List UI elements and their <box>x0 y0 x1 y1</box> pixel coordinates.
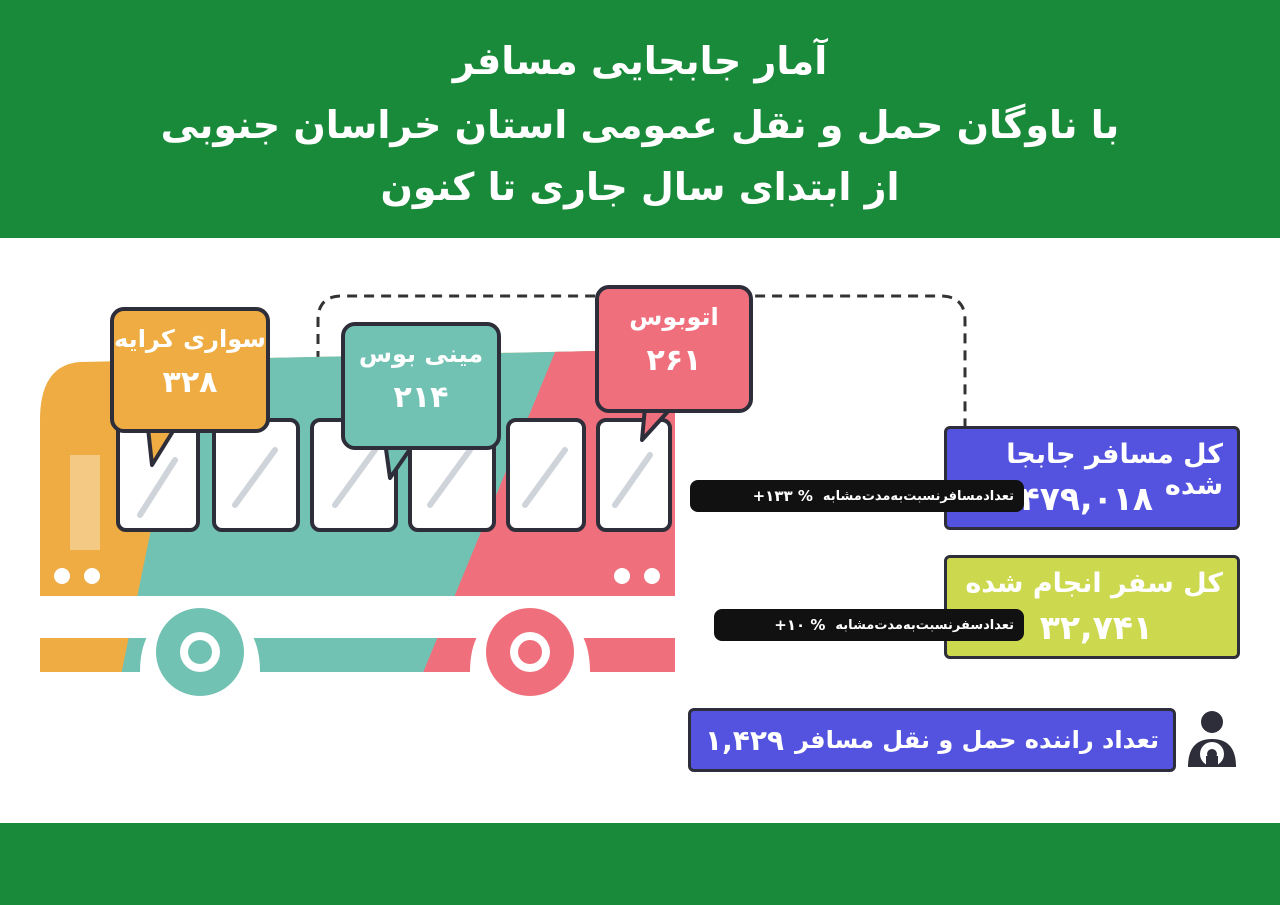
compare-value-trips: +۱۰ % <box>774 616 826 634</box>
vehicle-count-bus: ۲۶۱ <box>646 343 702 378</box>
stat-title-drivers: تعداد راننده حمل و نقل مسافر <box>795 726 1159 754</box>
driver-icon <box>1188 711 1236 767</box>
vehicle-label-taxi: سواری کرایه <box>114 325 266 353</box>
stat-title-trips: کل سفر انجام شده <box>965 568 1223 599</box>
stat-value-drivers: ۱,۴۲۹ <box>705 723 784 757</box>
vehicle-label-minibus: مینی بوس <box>358 340 484 368</box>
stat-value-passengers: ۴۷۹,۰۱۸ <box>1019 479 1153 518</box>
compare-label-passengers: تعدادمسافرنسبت‌به‌مدت‌مشابه <box>822 488 1014 504</box>
compare-label-trips: تعدادسفرنسبت‌به‌مدت‌مشابه <box>835 617 1014 633</box>
compare-pill-trips: تعدادسفرنسبت‌به‌مدت‌مشابه +۱۰ % <box>714 609 1024 641</box>
page-title: آمار جابجایی مسافر <box>452 39 828 83</box>
vehicle-count-taxi: ۳۲۸ <box>162 365 218 400</box>
vehicle-label-bus: اتوبوس <box>629 303 719 331</box>
vehicle-bubble-taxi: سواری کرایه ۳۲۸ <box>110 307 270 433</box>
vehicle-bubble-bus: اتوبوس ۲۶۱ <box>595 285 753 413</box>
footer-banner <box>0 823 1280 905</box>
bus-wheels <box>156 608 574 696</box>
header-banner: آمار جابجایی مسافر با ناوگان حمل و نقل ع… <box>0 0 1280 238</box>
compare-pill-passengers: تعدادمسافرنسبت‌به‌مدت‌مشابه +۱۳۳ % <box>690 480 1024 512</box>
page-subtitle: با ناوگان حمل و نقل عمومی استان خراسان ج… <box>160 103 1120 147</box>
stat-title-passengers: کل مسافر جابجا شده <box>1006 439 1223 501</box>
stat-card-drivers: تعداد راننده حمل و نقل مسافر ۱,۴۲۹ <box>688 708 1176 772</box>
stat-card-passengers: کل مسافر جابجا شده ۴۷۹,۰۱۸ <box>944 426 1240 530</box>
vehicle-count-minibus: ۲۱۴ <box>393 380 449 415</box>
stat-value-trips: ۳۲,۷۴۱ <box>1039 608 1153 647</box>
page-period: از ابتدای سال جاری تا کنون <box>380 165 900 209</box>
vehicle-bubble-minibus: مینی بوس ۲۱۴ <box>341 322 501 450</box>
stat-card-trips: کل سفر انجام شده ۳۲,۷۴۱ <box>944 555 1240 659</box>
compare-value-passengers: +۱۳۳ % <box>752 487 813 505</box>
